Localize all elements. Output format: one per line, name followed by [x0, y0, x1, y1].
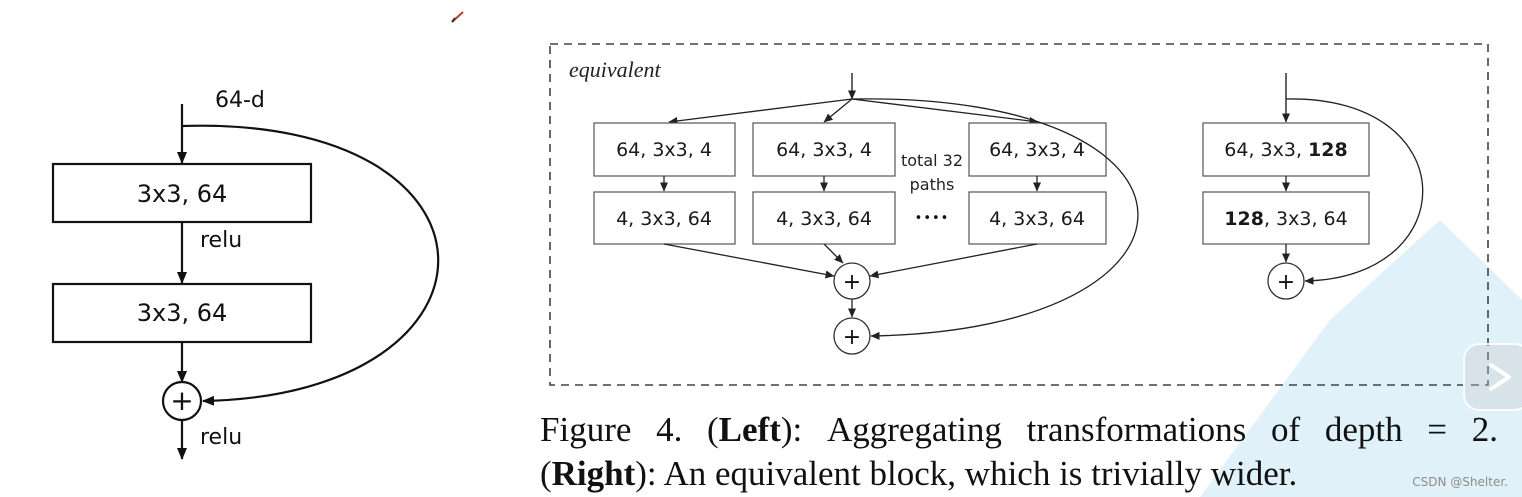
play-icon — [1489, 363, 1511, 391]
path1-bottom-label: 4, 3x3, 64 — [616, 208, 712, 230]
caption-word: depth — [1324, 410, 1403, 449]
caption-line-2-text: ): An equivalent block, which is trivial… — [635, 454, 1298, 493]
caption-word: Aggregating — [826, 410, 1002, 449]
layer2-label: 3x3, 64 — [137, 299, 228, 327]
wide-plus: + — [1277, 270, 1295, 295]
figure-caption: Figure 4. (Left): Aggregating transforma… — [540, 408, 1498, 496]
path2-top-box — [752, 122, 896, 177]
path1-top-label: 64, 3x3, 4 — [616, 139, 712, 161]
path2-bottom-label: 4, 3x3, 64 — [776, 208, 872, 230]
sum-plus: + — [170, 384, 193, 417]
layer1-box — [51, 162, 313, 224]
merge-arrow-2 — [823, 243, 844, 264]
right-shortcut-connection — [851, 98, 1139, 340]
equivalent-frame — [549, 43, 1489, 386]
caption-word: transformations — [1026, 410, 1247, 449]
relu1-label: relu — [200, 228, 242, 253]
watermark: CSDN @Shelter. — [1412, 475, 1508, 489]
caption-left-label: (Left): — [707, 410, 803, 449]
caption-word: of — [1270, 410, 1301, 449]
layer1-label: 3x3, 64 — [137, 180, 228, 208]
caption-line-2: (Right): An equivalent block, which is t… — [540, 454, 1298, 493]
split-arrow-2 — [823, 98, 853, 123]
path2-top-label: 64, 3x3, 4 — [776, 139, 872, 161]
merge-arrow-3 — [869, 243, 1038, 279]
path3-bottom-label: 4, 3x3, 64 — [989, 208, 1085, 230]
split-arrow-1 — [668, 98, 853, 125]
caption-line-1: Figure 4. (Left): Aggregating transforma… — [540, 408, 1498, 452]
path3-bottom-box — [968, 191, 1107, 245]
caption-word: = — [1427, 410, 1448, 449]
wide-top-bold: 128 — [1308, 139, 1348, 161]
path1-bottom-box — [593, 191, 736, 245]
input-dim-label: 64-d — [215, 88, 265, 113]
path3-top-box — [968, 122, 1107, 177]
caption-word: 4. — [656, 410, 683, 449]
caption-right-label: Right — [551, 454, 636, 493]
path2-bottom-box — [752, 191, 896, 245]
wide-top-box — [1202, 122, 1370, 177]
ellipsis-dots: •••• — [915, 211, 950, 226]
wide-top-prefix: 64, 3x3, — [1224, 139, 1308, 161]
wide-bottom-bold: 128 — [1224, 208, 1264, 230]
paths-count-label-2: paths — [910, 175, 955, 194]
paths-count-label: total 32 — [901, 151, 963, 170]
wide-bottom-box — [1202, 191, 1370, 245]
merge-arrow-1 — [663, 243, 835, 279]
aggregate-plus: + — [843, 270, 861, 295]
wide-sum-node — [1267, 262, 1305, 300]
path1-top-box — [593, 122, 736, 177]
pen-cursor-icon — [451, 11, 464, 23]
right-panel: equivalent 64, 3x3, 4 4, 3x3, 64 64, 3x3… — [549, 43, 1489, 386]
residual-plus: + — [843, 325, 861, 350]
video-play-button[interactable] — [1463, 343, 1522, 411]
split-arrow-3 — [851, 98, 1039, 125]
path3-top-label: 64, 3x3, 4 — [989, 139, 1085, 161]
residual-sum-node — [833, 317, 871, 355]
wide-bottom-suffix: , 3x3, 64 — [1264, 208, 1348, 230]
wide-top-label: 64, 3x3, 128 — [1224, 139, 1347, 161]
left-block: 64-d 3x3, 64 relu 3x3, 64 + relu — [51, 88, 440, 460]
wide-bottom-label: 128, 3x3, 64 — [1224, 208, 1347, 230]
caption-word: 2. — [1471, 410, 1498, 449]
shortcut-connection — [181, 124, 440, 406]
wide-shortcut-connection — [1285, 98, 1424, 285]
equivalent-label: equivalent — [569, 57, 662, 82]
overlay-shape — [1200, 220, 1522, 497]
relu2-label: relu — [200, 425, 242, 450]
caption-word: Figure — [540, 410, 632, 449]
